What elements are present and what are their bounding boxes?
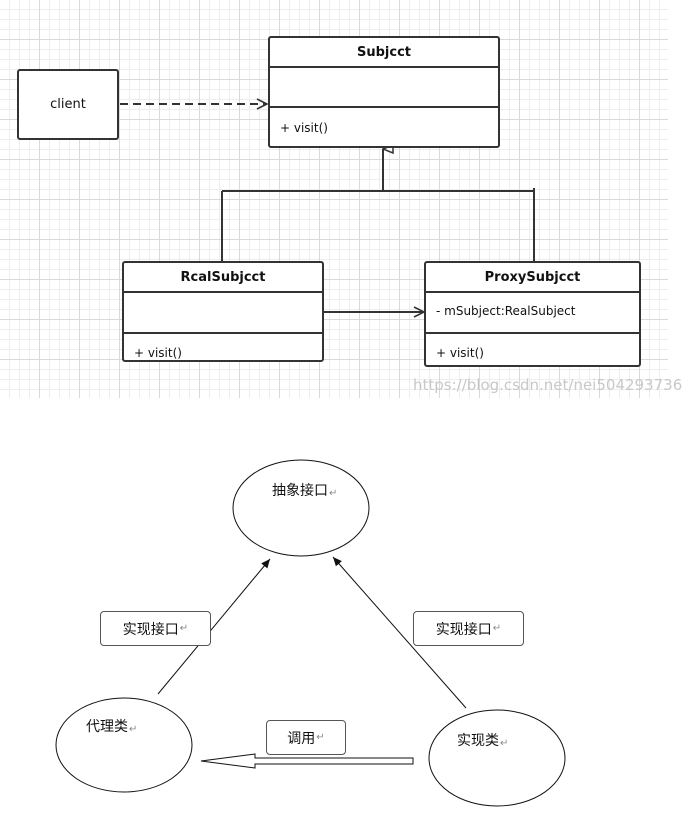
implements-right-tag: 实现接口↵ bbox=[413, 611, 524, 646]
return-mark-icon: ↵ bbox=[129, 724, 138, 735]
client-box[interactable]: client bbox=[17, 69, 119, 140]
return-mark-icon: ↵ bbox=[316, 732, 325, 743]
proxy-subject-class[interactable]: ProxySubjcct - mSubject:RealSubject + vi… bbox=[424, 261, 641, 367]
real-subject-method: + visit() bbox=[134, 346, 182, 360]
abstract-interface-text: 抽象接口 bbox=[272, 483, 328, 499]
real-subject-title-divider bbox=[124, 291, 322, 293]
calls-block-arrow bbox=[200, 753, 414, 769]
calls-tag: 调用↵ bbox=[266, 720, 346, 755]
proxy-class-ellipse bbox=[55, 697, 193, 793]
watermark-url: https://blog.csdn.net/nei504293736 bbox=[413, 376, 682, 394]
proxy-implements-arrow bbox=[157, 558, 271, 695]
proxy-subject-method: + visit() bbox=[436, 346, 484, 360]
implements-right-text: 实现接口 bbox=[435, 621, 492, 638]
real-class-label: 实现类↵ bbox=[457, 730, 508, 750]
client-label: client bbox=[50, 97, 86, 112]
subject-class-title: Subjcct bbox=[356, 45, 411, 60]
real-class-text: 实现类 bbox=[457, 733, 499, 749]
connector-lines bbox=[55, 0, 566, 807]
real-class-ellipse bbox=[428, 709, 566, 807]
return-mark-icon: ↵ bbox=[179, 623, 189, 634]
proxy-subject-title-divider bbox=[426, 291, 639, 293]
abstract-interface-ellipse bbox=[232, 459, 370, 557]
proxy-class-label: 代理类↵ bbox=[86, 716, 137, 736]
real-implements-arrow bbox=[332, 556, 467, 709]
return-mark-icon: ↵ bbox=[492, 623, 502, 634]
return-mark-icon: ↵ bbox=[500, 738, 509, 749]
subject-class[interactable]: Subjcct + visit() bbox=[268, 36, 500, 148]
proxy-class-text: 代理类 bbox=[86, 719, 128, 735]
proxy-subject-class-title: ProxySubjcct bbox=[484, 270, 581, 285]
implements-left-tag: 实现接口↵ bbox=[100, 611, 211, 646]
real-subject-attr-divider bbox=[124, 332, 322, 334]
proxy-subject-field: - mSubject:RealSubject bbox=[436, 304, 576, 318]
subject-method: + visit() bbox=[280, 121, 328, 135]
real-subject-class[interactable]: RcalSubjcct + visit() bbox=[122, 261, 324, 362]
real-subject-class-title: RcalSubjcct bbox=[180, 270, 266, 285]
return-mark-icon: ↵ bbox=[329, 488, 338, 499]
implements-left-text: 实现接口 bbox=[122, 621, 179, 638]
subject-attr-divider bbox=[270, 106, 498, 108]
calls-text: 调用 bbox=[287, 730, 316, 747]
abstract-interface-label: 抽象接口↵ bbox=[272, 480, 337, 500]
proxy-subject-attr-divider bbox=[426, 332, 639, 334]
subject-title-divider bbox=[270, 66, 498, 68]
